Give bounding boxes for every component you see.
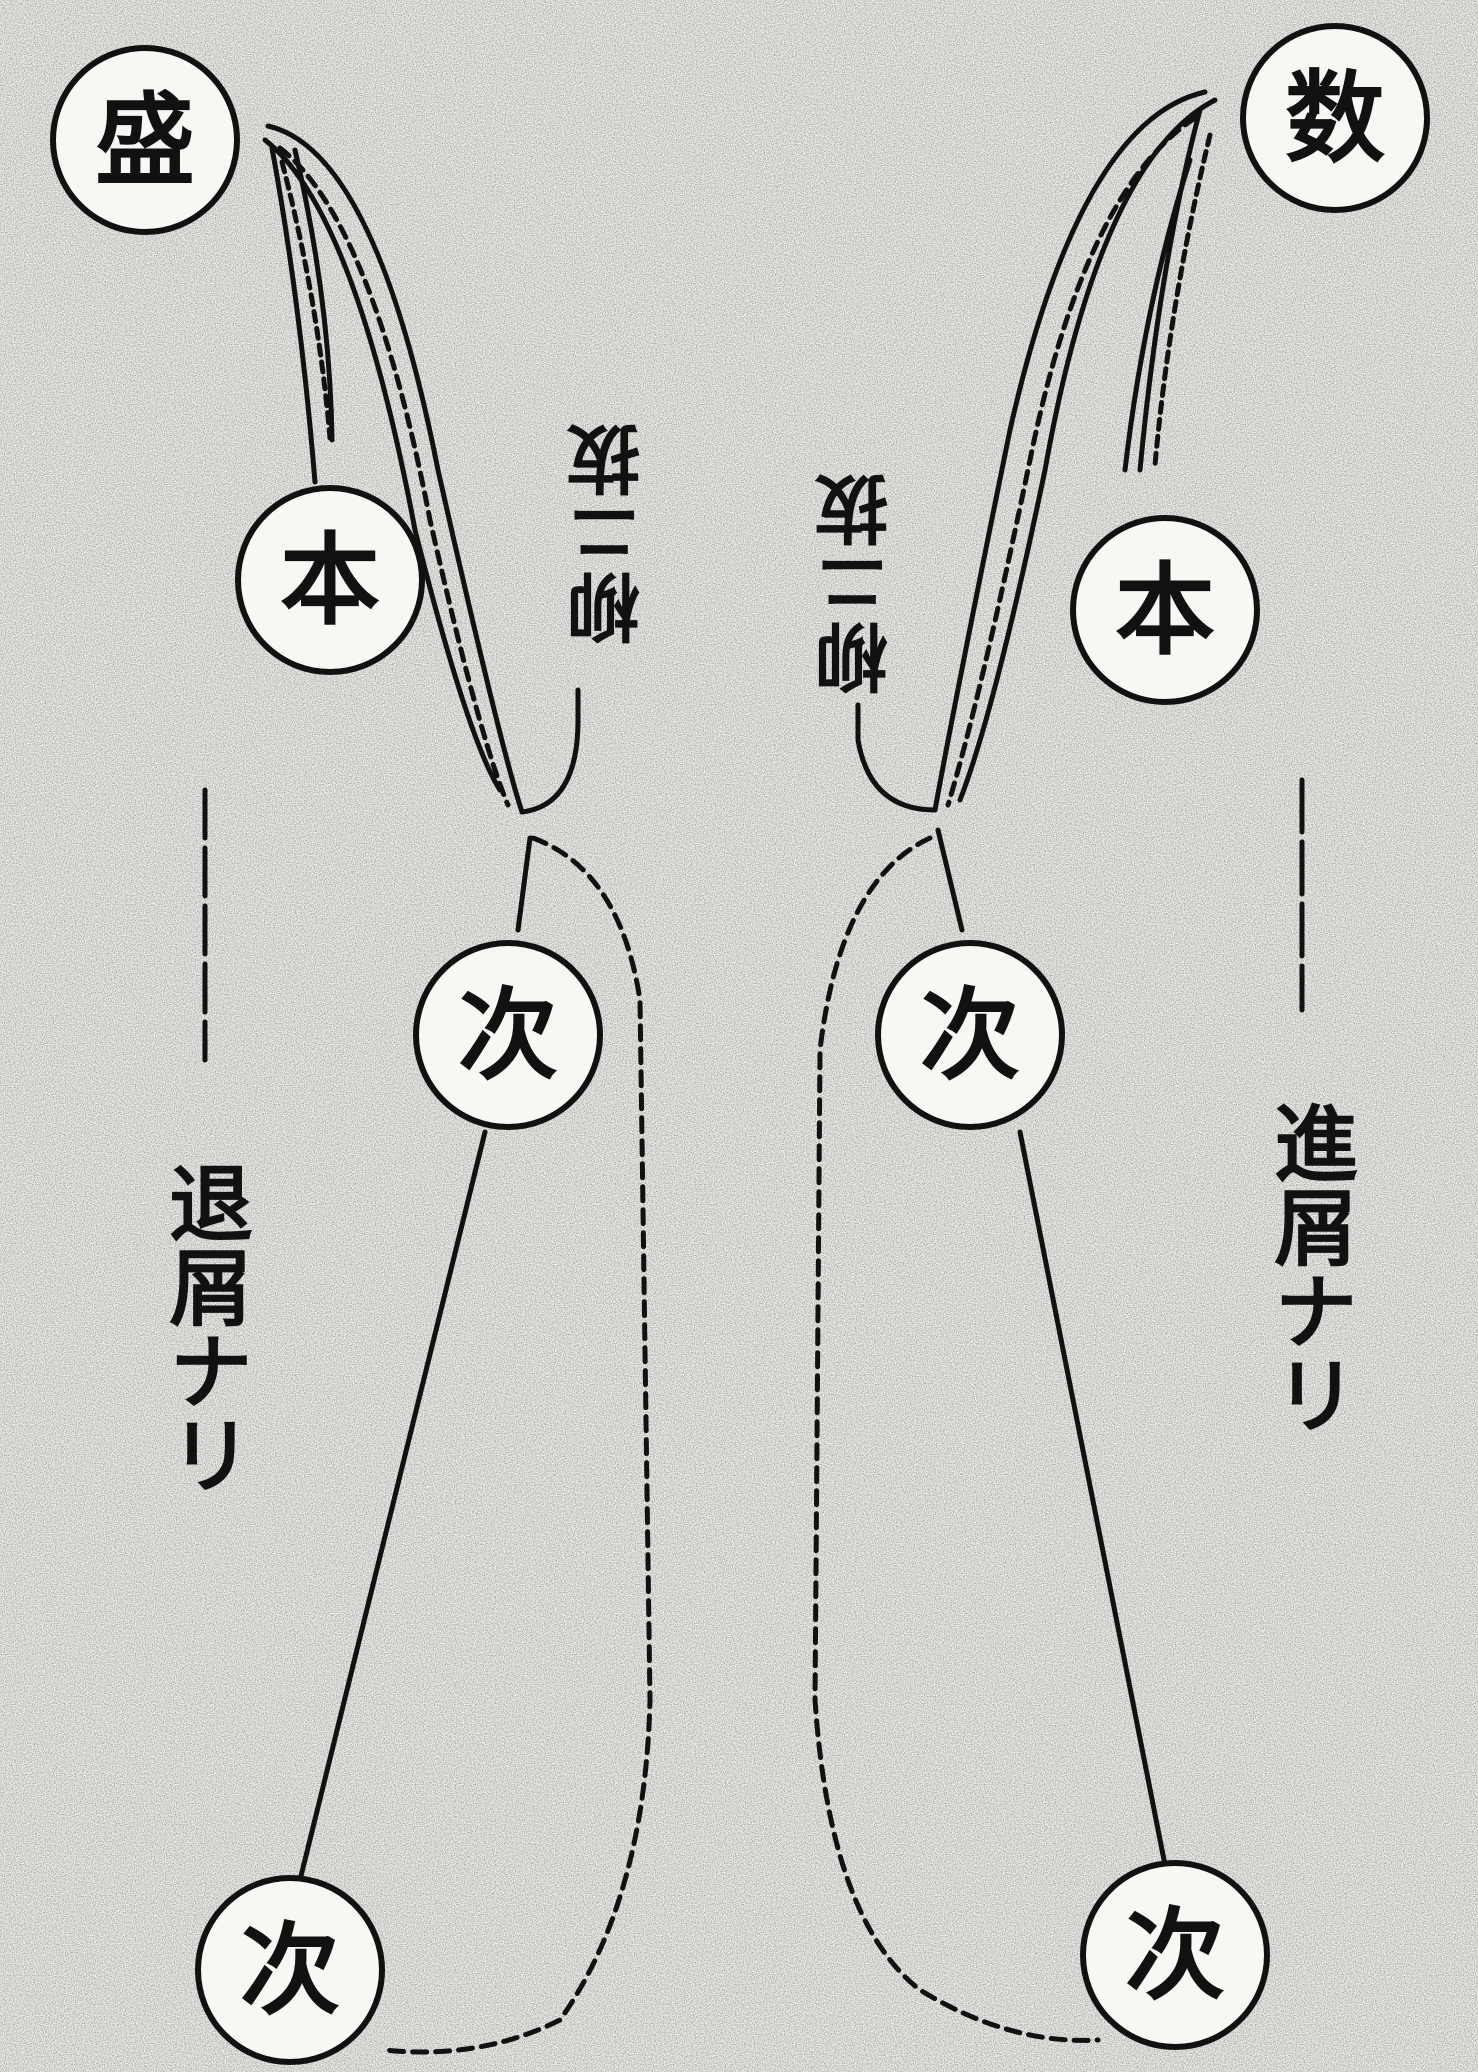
right-top-seal-label: 数 <box>1285 59 1385 177</box>
left-tsugi-tsugi-line <box>297 1129 488 1883</box>
right-tsugi-mid-label: 次 <box>920 976 1020 1094</box>
left-dashed-loop <box>382 835 653 2055</box>
right-side-label: 進屑ナリ <box>1261 1100 1360 1436</box>
right-long-curve-c <box>957 97 1218 803</box>
right-tsugi-mid-node <box>875 940 1065 1130</box>
left-seal-hon-line-a <box>269 145 318 485</box>
left-seal-hon-line-c <box>292 147 335 443</box>
right-tsugi-bottom-node <box>1080 1860 1270 2050</box>
left-long-curve-a <box>265 123 525 815</box>
right-seal-hon-line-a <box>1137 107 1203 473</box>
left-tsugi-mid-node <box>413 940 603 1130</box>
left-tsugi-bottom-label: 次 <box>240 1911 340 2029</box>
right-dashed-loop <box>812 835 1101 2043</box>
left-curve-label: 柳ニ抜 <box>567 423 653 645</box>
right-tsugi-bottom-label: 次 <box>1125 1896 1225 2014</box>
left-junction-hook <box>519 687 581 815</box>
right-long-curve-b <box>945 115 1198 808</box>
left-tsugi-mid-label: 次 <box>458 976 558 1094</box>
left-hon-label: 本 <box>280 521 380 639</box>
right-seal-hon-line-b <box>1152 132 1213 468</box>
left-seal-hon-line-b <box>279 159 333 441</box>
left-junction-tsugi-line <box>515 835 533 933</box>
right-hon-label: 本 <box>1115 551 1215 669</box>
right-curve-label: 柳ニ抜 <box>815 473 901 695</box>
right-junction-hook <box>855 702 938 813</box>
right-long-curve-a <box>932 89 1208 813</box>
left-top-seal-label: 盛 <box>95 81 195 199</box>
right-seal-hon-line-c <box>1122 157 1193 473</box>
right-top-seal-circle <box>1240 23 1430 213</box>
right-tsugi-tsugi-line <box>1017 1129 1171 1883</box>
right-junction-tsugi-line <box>935 827 965 933</box>
left-long-curve-c <box>262 137 503 793</box>
left-long-curve-b <box>277 145 511 808</box>
left-side-label: 退屑ナリ <box>156 1160 255 1496</box>
left-tsugi-bottom-node <box>195 1875 385 2065</box>
left-hon-node <box>235 485 425 675</box>
right-hon-node <box>1070 515 1260 705</box>
left-top-seal-circle <box>50 45 240 235</box>
